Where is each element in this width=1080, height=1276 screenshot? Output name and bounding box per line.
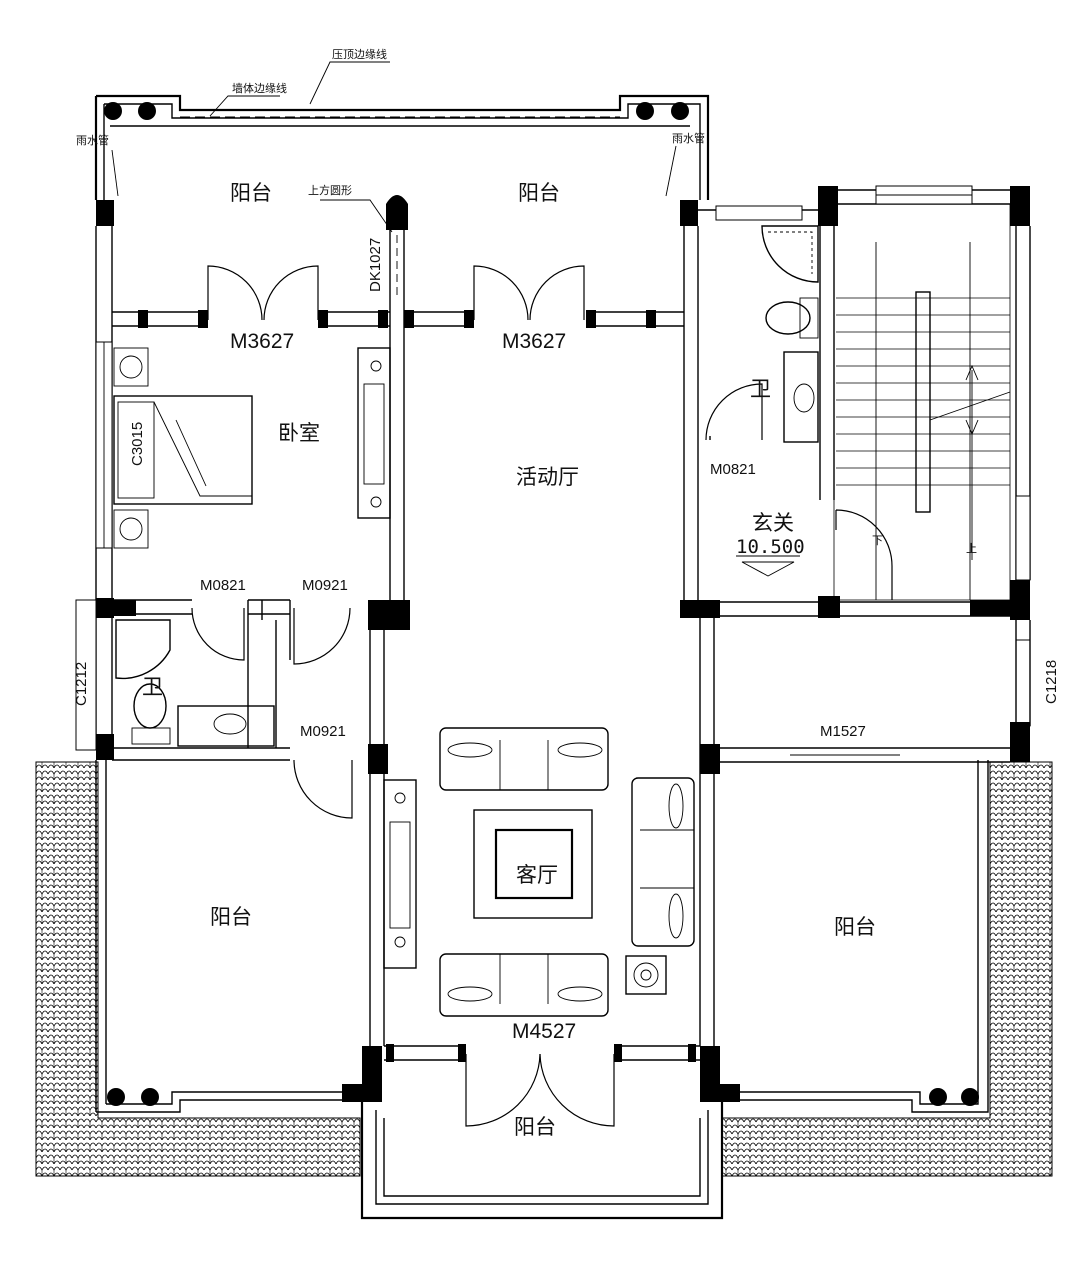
- room-label-living: 客厅: [516, 863, 558, 887]
- note-rain-pipe-right: 雨水管: [672, 131, 705, 145]
- stairs: [833, 203, 1011, 601]
- door-code-m0821-bedroom: M0821: [200, 577, 246, 594]
- room-label-activity-hall: 活动厅: [516, 465, 579, 489]
- door-code-m3627-left: M3627: [230, 330, 294, 353]
- window-code-c1212: C1212: [73, 662, 90, 706]
- window-code-c1218: C1218: [1043, 660, 1060, 704]
- windows: [95, 341, 1031, 581]
- note-rain-pipe-left: 雨水管: [76, 133, 109, 147]
- elevation-mark: 10.500: [736, 536, 805, 558]
- note-wall-edge-line: 墙体边缘线: [232, 81, 287, 95]
- bath-fixtures: [115, 225, 819, 747]
- door-code-m0921-upper: M0921: [302, 577, 348, 594]
- exterior-walls: [75, 185, 1031, 1220]
- room-label-balcony-bottom-left: 阳台: [210, 905, 252, 929]
- door-swings: [191, 265, 893, 1127]
- labels: 阳台 阳台 卧室 活动厅 卫 卫 玄关 10.500 客厅 阳台 阳台 阳台 M…: [73, 47, 1060, 1139]
- leader-lines: [111, 61, 800, 577]
- roof-tiles: [35, 761, 1053, 1177]
- room-label-balcony-top-left: 阳台: [230, 181, 272, 205]
- stair-mark-up: 上: [966, 542, 977, 555]
- door-code-dk1027: DK1027: [367, 238, 384, 292]
- window-code-c3015: C3015: [129, 422, 146, 466]
- room-label-bedroom: 卧室: [278, 421, 320, 445]
- room-label-bath-lower: 卫: [142, 675, 163, 699]
- interior-walls: [96, 195, 1016, 1062]
- room-label-balcony-bottom-right: 阳台: [834, 915, 876, 939]
- stair-mark-down: 下: [872, 534, 883, 547]
- door-code-m0821-bath: M0821: [710, 461, 756, 478]
- bedroom-furniture: [113, 347, 391, 549]
- door-code-m1527: M1527: [820, 723, 866, 740]
- top-parapet: [94, 94, 710, 226]
- room-label-bath-upper: 卫: [750, 377, 771, 401]
- living-furniture: [383, 727, 695, 1017]
- room-label-foyer: 玄关: [752, 511, 794, 535]
- room-label-balcony-top-right: 阳台: [518, 181, 560, 205]
- room-label-balcony-front: 阳台: [514, 1115, 556, 1139]
- door-code-m0921-lower: M0921: [300, 723, 346, 740]
- note-roof-edge-line: 压顶边缘线: [332, 47, 387, 61]
- door-code-m3627-right: M3627: [502, 330, 566, 353]
- note-arch-above: 上方圆形: [308, 183, 352, 197]
- door-code-m4527: M4527: [512, 1020, 576, 1043]
